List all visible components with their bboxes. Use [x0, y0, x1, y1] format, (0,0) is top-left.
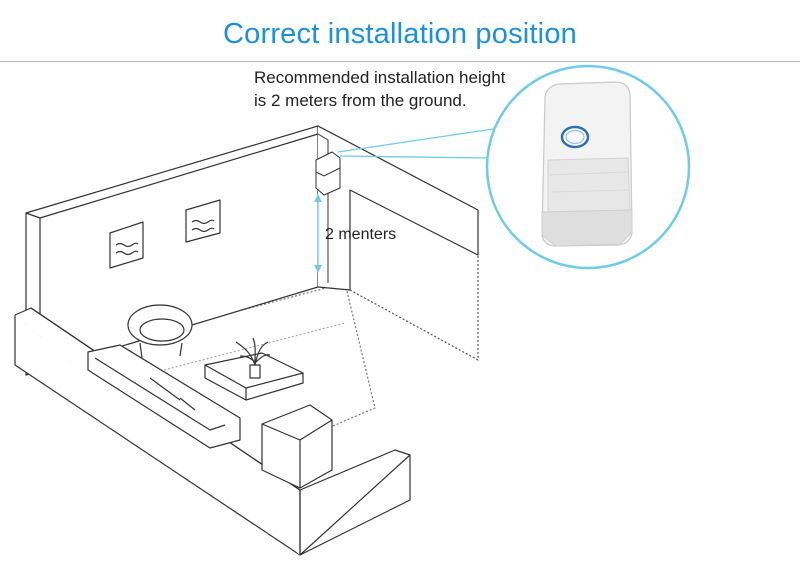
right-wall	[317, 125, 479, 291]
page-title: Correct installation position	[223, 18, 577, 50]
height-arrow	[314, 194, 322, 273]
note-line-2: is 2 meters from the ground.	[254, 91, 467, 110]
floor-outline	[89, 282, 376, 441]
title-divider	[0, 61, 800, 62]
installation-note: Recommended installation height is 2 met…	[254, 66, 505, 112]
note-line-1: Recommended installation height	[254, 68, 506, 87]
picture-frame-icon	[109, 221, 144, 269]
height-label: 2 menters	[325, 226, 397, 243]
potted-plant-icon	[235, 337, 271, 379]
front-wall	[14, 315, 411, 556]
picture-frame-icon	[185, 199, 221, 243]
cabinet	[261, 404, 333, 489]
callout-lines	[337, 127, 501, 159]
sofa	[87, 344, 241, 449]
wall-sensor	[315, 151, 341, 196]
armchair-icon	[127, 304, 193, 359]
pir-motion-sensor-icon	[541, 81, 633, 247]
